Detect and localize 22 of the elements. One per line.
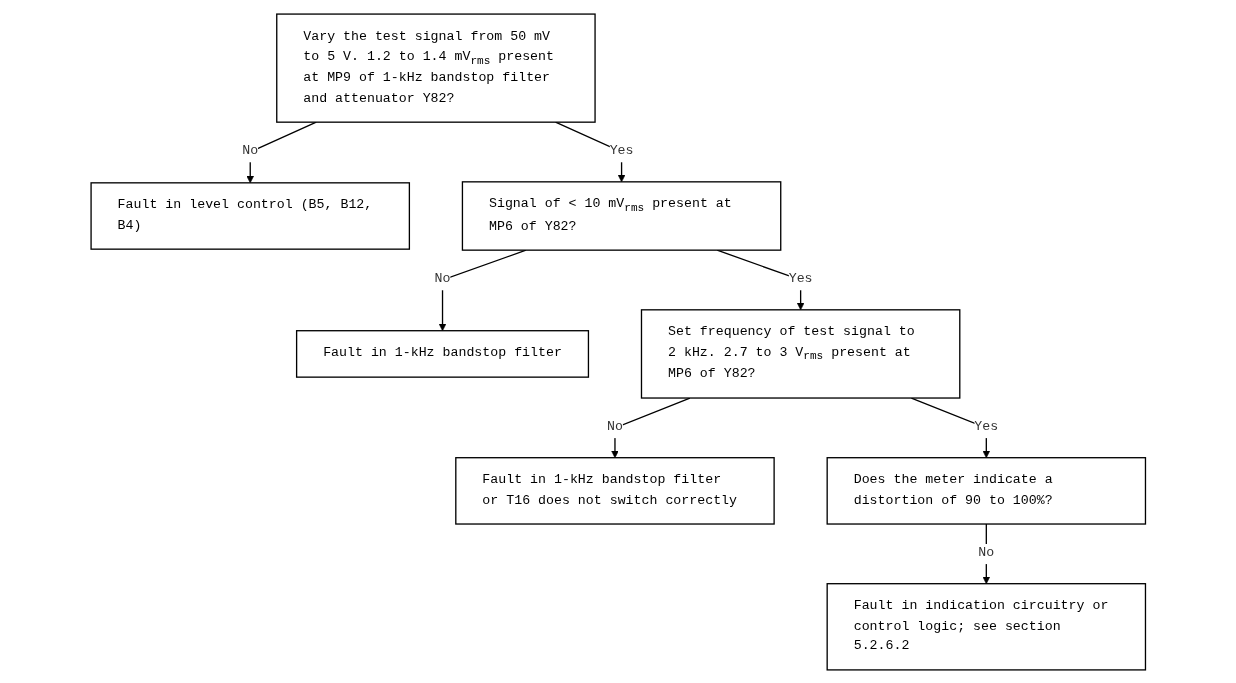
node-box: Fault in 1-kHz bandstop filter xyxy=(295,329,589,378)
node-box: Fault in level control (B5, B12, B4) xyxy=(90,181,410,250)
node-box: Signal of < 10 mV$_{rms}$ present at MP6 of Y82? xyxy=(461,180,782,251)
arrow xyxy=(554,121,626,182)
node-box: Fault in indication circuitry or control logic; see section 5.2.6.2 xyxy=(826,582,1146,671)
arrow xyxy=(438,249,527,331)
edge-label: Yes xyxy=(788,271,813,287)
edge-label: No xyxy=(978,545,994,561)
node-box: Does the meter indicate a distortion of 90 to 100%? xyxy=(826,456,1146,525)
arrow xyxy=(910,396,990,458)
edge-label: No xyxy=(434,271,451,287)
edge-label: Yes xyxy=(974,419,998,435)
arrow xyxy=(716,249,805,310)
edge-label: Yes xyxy=(609,143,634,159)
edge-label: No xyxy=(241,143,258,159)
node-box: Fault in 1-kHz bandstop filter or T16 does not switch correctly xyxy=(454,456,775,525)
node-box: Set frequency of test signal to 2 kHz. 2.7 to 3 V$_{rms}$ present at MP6 of Y82? xyxy=(640,308,961,399)
node-box: Vary the test signal from 50 mV to 5 V. 1.2 to 1.4 mV$_{rms}$ present at MP9 of 1-kHz bandstop filter and attenuator Y82? xyxy=(275,12,596,123)
edge-label: No xyxy=(606,419,623,435)
arrow xyxy=(982,522,990,584)
arrow xyxy=(610,396,691,458)
arrow xyxy=(246,121,317,183)
